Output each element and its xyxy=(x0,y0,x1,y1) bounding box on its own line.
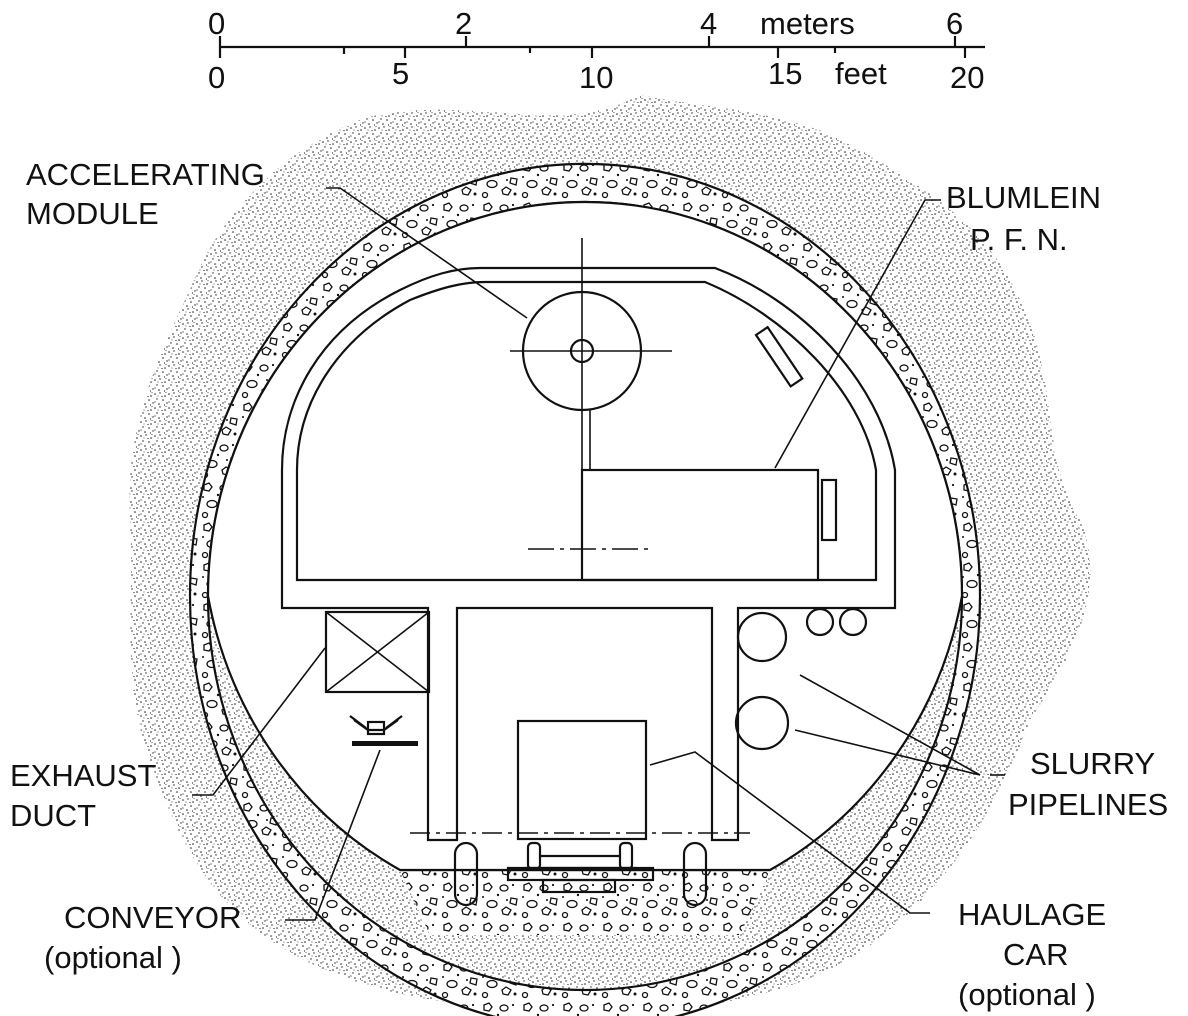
accelerating-module-label-line2: MODULE xyxy=(26,196,159,231)
slurry-pipelines xyxy=(734,607,868,751)
labels: ACCELERATING MODULE BLUMLEIN P. F. N. EX… xyxy=(10,157,1168,1012)
feet-tick-label: 15 xyxy=(768,56,802,91)
leader-haulage-car xyxy=(649,751,930,914)
meter-tick-label: 4 xyxy=(700,6,717,41)
feet-tick-label: 10 xyxy=(579,60,613,95)
feet-tick-label: 5 xyxy=(392,56,409,91)
leader-accelerating-module xyxy=(326,187,528,319)
leader-blumlein-pfn xyxy=(774,199,941,469)
accelerator-housing-outer xyxy=(280,266,897,842)
scale-bar: 0 2 4 6 meters 0 5 10 15 20 feet xyxy=(208,6,985,95)
haulage-car xyxy=(410,719,750,907)
leader-slurry-lower xyxy=(794,729,981,776)
blumlein-pfn-box xyxy=(580,468,820,582)
slurry-pipelines-label-line1: SLURRY xyxy=(1030,746,1155,781)
haulage-car-label-line2: CAR xyxy=(1003,937,1068,972)
slurry-pipelines-label-line2: PIPELINES xyxy=(1008,787,1168,822)
conveyor-label-line2: (optional ) xyxy=(44,940,182,975)
feet-tick-label: 0 xyxy=(208,60,225,95)
leader-slurry-upper xyxy=(799,674,981,776)
meter-tick-label: 0 xyxy=(208,6,225,41)
feet-unit-label: feet xyxy=(835,56,887,91)
meter-tick-label: 2 xyxy=(455,6,472,41)
feet-ticks xyxy=(342,47,967,58)
leader-lines xyxy=(192,187,1005,921)
tunnel-opening xyxy=(206,200,964,872)
conveyor xyxy=(349,715,418,746)
blumlein-label-line2: P. F. N. xyxy=(970,222,1068,257)
accelerator-housing-inner xyxy=(295,280,878,582)
meters-unit-label: meters xyxy=(760,6,855,41)
exhaust-duct xyxy=(324,610,431,694)
meter-ticks xyxy=(218,36,957,58)
meter-tick-label: 6 xyxy=(946,6,963,41)
pfn-side-plate xyxy=(820,478,838,542)
blumlein-label-line1: BLUMLEIN xyxy=(946,180,1101,215)
feet-tick-label: 20 xyxy=(950,60,984,95)
upper-side-plate xyxy=(754,325,804,388)
exhaust-duct-label-line2: DUCT xyxy=(10,798,96,833)
leader-conveyor xyxy=(285,749,381,921)
conveyor-label-line1: CONVEYOR xyxy=(64,900,241,935)
haulage-car-label-line3: (optional ) xyxy=(958,977,1096,1012)
exhaust-duct-label-line1: EXHAUST xyxy=(10,758,156,793)
tunnel-invert xyxy=(400,870,770,935)
accelerating-module-label-line1: ACCELERATING xyxy=(26,157,265,192)
haulage-car-label-line1: HAULAGE xyxy=(958,897,1106,932)
leader-exhaust-duct xyxy=(192,647,326,796)
